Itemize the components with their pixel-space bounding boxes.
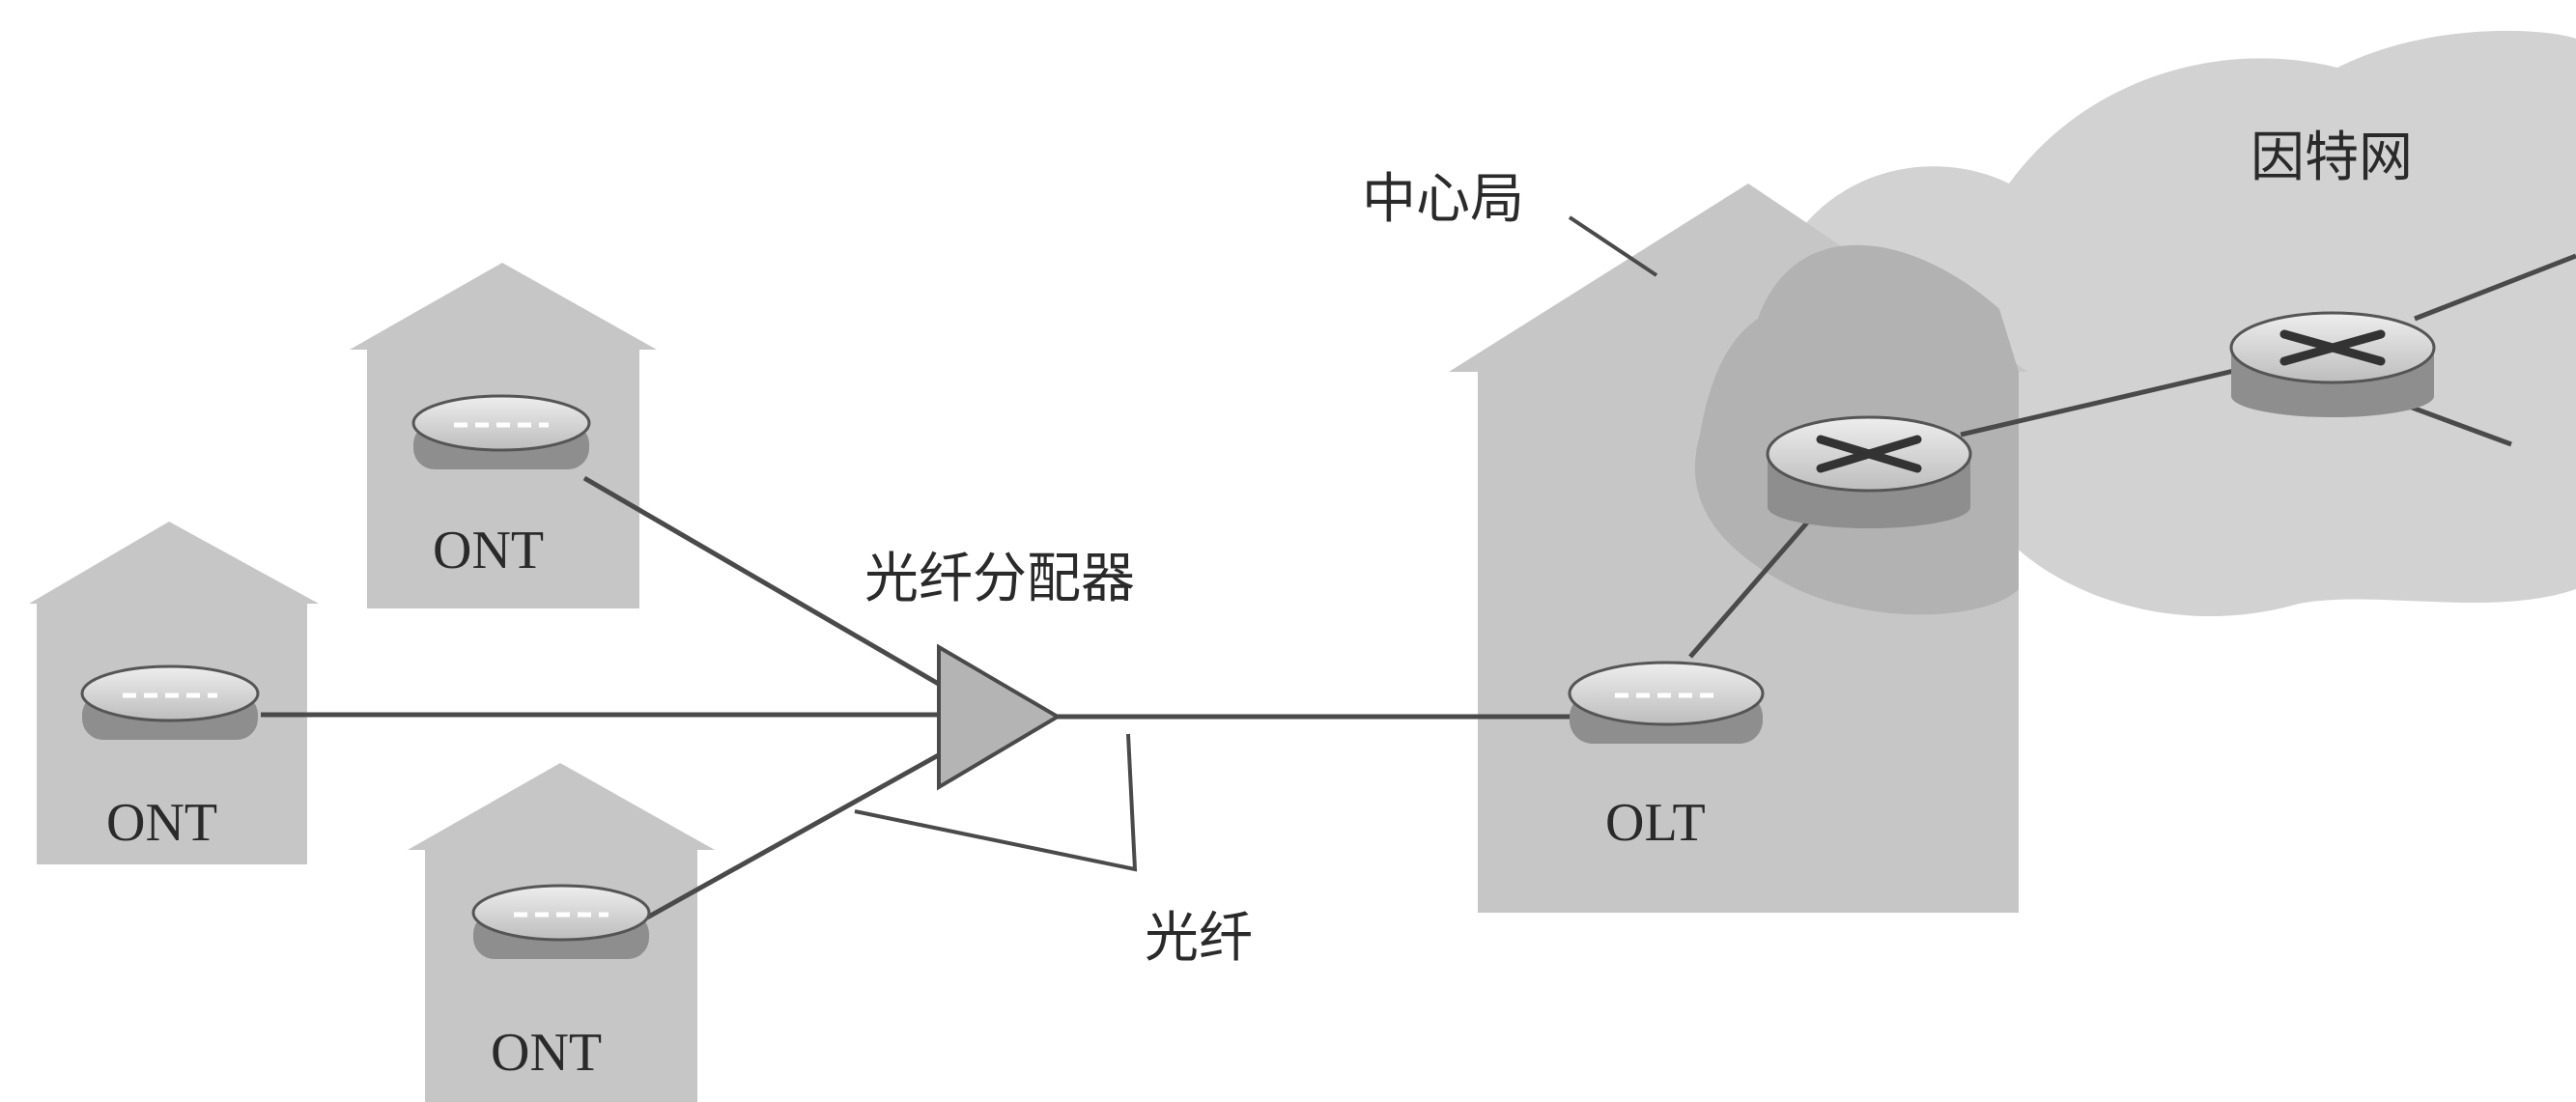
- fiber-link-ont-top: [582, 475, 944, 689]
- ont-label-bottom: ONT: [491, 1023, 602, 1083]
- router-icon: [2229, 311, 2436, 417]
- ont-device-top-icon: [411, 394, 591, 469]
- ont-device-left-icon: [80, 664, 260, 740]
- central-office-label: 中心局: [1362, 168, 1524, 231]
- link-router-upper: [2414, 253, 2576, 322]
- splitter-label: 光纤分配器: [864, 548, 1135, 610]
- splitter-icon: [937, 643, 1062, 791]
- ont-label-top: ONT: [433, 521, 544, 580]
- olt-device-icon: [1568, 661, 1765, 744]
- fiber-links: [261, 253, 2576, 920]
- central-office-pointer: [1568, 215, 1658, 277]
- fiber-label: 光纤: [1145, 907, 1253, 970]
- fiber-label-pointer: [854, 733, 1138, 872]
- olt-label: OLT: [1605, 793, 1706, 853]
- link-router-router: [1960, 364, 2251, 438]
- link-olt-router: [1688, 505, 1823, 659]
- ont-device-bottom-icon: [471, 884, 651, 959]
- ont-label-left: ONT: [106, 793, 217, 853]
- fiber-link-ont-bottom: [645, 750, 944, 920]
- router-icon: [1766, 415, 1972, 528]
- internet-label: 因特网: [2250, 127, 2413, 189]
